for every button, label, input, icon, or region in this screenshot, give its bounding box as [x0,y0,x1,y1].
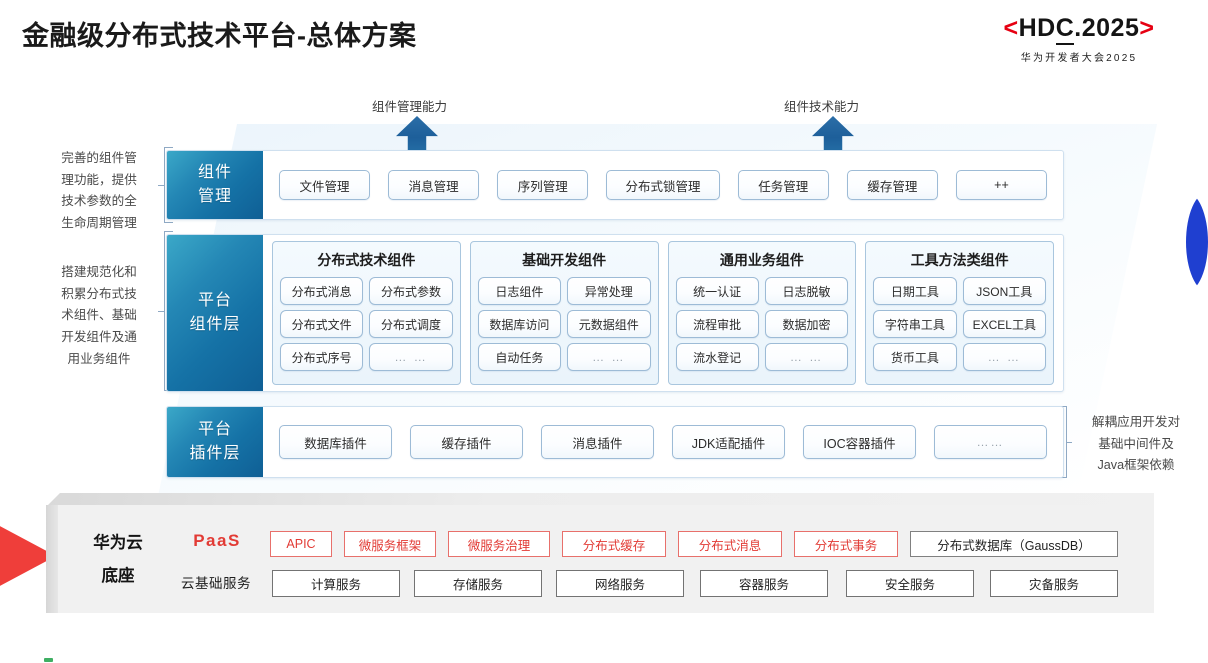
bracket-left-top-nub [158,185,164,186]
chip-more-basic-dev[interactable]: … … [567,343,651,371]
row-tag-platform-component-layer: 平台 组件层 [167,235,263,391]
pill-storage-service[interactable]: 存储服务 [414,570,542,597]
page-title: 金融级分布式技术平台-总体方案 [22,21,417,51]
row-tag-platform-plugin-layer: 平台 插件层 [167,407,263,477]
pill-distributed-message[interactable]: 分布式消息 [678,531,782,557]
chip-more-common-business[interactable]: … … [764,343,849,371]
row-component-management: 组件 管理 文件管理 消息管理 序列管理 分布式锁管理 任务管理 缓存管理 ++ [166,150,1064,220]
chip-date-tool[interactable]: 日期工具 [873,277,957,305]
pill-security-service[interactable]: 安全服务 [846,570,974,597]
side-note-left-top: 完善的组件管 理功能，提供 技术参数的全 生命周期管理 [61,151,137,230]
pill-distributed-cache[interactable]: 分布式缓存 [562,531,666,557]
chip-distributed-lock-management[interactable]: 分布式锁管理 [606,170,720,200]
pill-apic[interactable]: APIC [270,531,332,557]
pill-network-service[interactable]: 网络服务 [556,570,684,597]
chip-exception-handling[interactable]: 异常处理 [567,277,651,305]
pill-disaster-recovery-service[interactable]: 灾备服务 [990,570,1118,597]
chip-database-plugin[interactable]: 数据库插件 [279,425,392,459]
group-grid-common-business: 统一认证 日志脱敏 流程审批 数据加密 流水登记 … … [675,277,849,371]
hdc-logo-subtitle: 华为开发者大会2025 [1020,53,1138,64]
bracket-right-nub [1066,442,1072,443]
chip-distributed-parameter[interactable]: 分布式参数 [369,277,453,305]
arrow-label-component-management: 组件管理能力 [372,100,448,114]
chip-more-tool-method[interactable]: … … [962,343,1046,371]
chip-distributed-sequence[interactable]: 分布式序号 [280,343,364,371]
chip-currency-tool[interactable]: 货币工具 [873,343,957,371]
hdc-bracket-right-icon: > [1139,14,1155,42]
group-grid-basic-dev: 日志组件 异常处理 数据库访问 元数据组件 自动任务 … … [477,277,651,371]
hdc-text-post: .2025 [1074,14,1140,42]
cloud-base-title: 华为云 底座 [93,534,143,585]
chip-distributed-message[interactable]: 分布式消息 [280,277,364,305]
chip-process-approval[interactable]: 流程审批 [675,310,759,338]
chip-more-plus[interactable]: ++ [955,170,1048,200]
group-basic-dev-components: 基础开发组件 日志组件 异常处理 数据库访问 元数据组件 自动任务 … … [469,241,659,385]
group-common-business-components: 通用业务组件 统一认证 日志脱敏 流程审批 数据加密 流水登记 … … [667,241,857,385]
chip-cache-management[interactable]: 缓存管理 [846,170,938,200]
chip-ioc-container-plugin[interactable]: IOC容器插件 [803,425,916,459]
row-body-platform-plugin-layer: 数据库插件 缓存插件 消息插件 JDK适配插件 IOC容器插件 …… [263,407,1063,477]
chip-task-management[interactable]: 任务管理 [737,170,829,200]
pill-distributed-database-gaussdb[interactable]: 分布式数据库（GaussDB） [910,531,1118,557]
chip-json-tool[interactable]: JSON工具 [962,277,1046,305]
chip-message-management[interactable]: 消息管理 [388,170,480,200]
green-tick-decoration [44,658,53,662]
hdc-text-pre: HD [1018,14,1056,42]
side-note-left-bottom: 搭建规范化和 积累分布式技 术组件、基础 开发组件及通 用业务组件 [61,265,137,366]
chip-file-management[interactable]: 文件管理 [279,170,371,200]
chip-metadata-component[interactable]: 元数据组件 [567,310,651,338]
arrow-label-component-technology: 组件技术能力 [784,100,860,114]
row-tag-component-management: 组件 管理 [167,151,263,219]
chip-more-distributed-tech[interactable]: … … [369,343,453,371]
hdc-logo: <HDC.2025> 华为开发者大会2025 [964,14,1194,64]
hdc-logo-main: <HDC.2025> [964,14,1194,45]
paas-label: PaaS [193,531,241,550]
chip-auto-task[interactable]: 自动任务 [477,343,562,371]
chip-log-desensitization[interactable]: 日志脱敏 [764,277,849,305]
chip-distributed-file[interactable]: 分布式文件 [280,310,364,338]
cloud-panel-bevel [46,493,1154,507]
chip-sequence-management[interactable]: 序列管理 [497,170,589,200]
chip-distributed-scheduling[interactable]: 分布式调度 [369,310,453,338]
row-platform-component-layer: 平台 组件层 分布式技术组件 分布式消息 分布式参数 分布式文件 分布式调度 分… [166,234,1064,392]
blue-lens-decoration [1186,192,1208,292]
row-body-component-management: 文件管理 消息管理 序列管理 分布式锁管理 任务管理 缓存管理 ++ [263,151,1063,219]
cloud-panel-side [46,505,59,613]
hdc-text-underlined: C [1055,14,1075,45]
chip-more-plugins[interactable]: …… [934,425,1047,459]
chip-transaction-register[interactable]: 流水登记 [675,343,759,371]
chip-message-plugin[interactable]: 消息插件 [541,425,654,459]
pill-container-service[interactable]: 容器服务 [700,570,828,597]
group-grid-tool-method: 日期工具 JSON工具 字符串工具 EXCEL工具 货币工具 … … [873,277,1046,371]
pill-microservice-framework[interactable]: 微服务框架 [344,531,436,557]
chip-excel-tool[interactable]: EXCEL工具 [962,310,1046,338]
row-body-platform-component-layer: 分布式技术组件 分布式消息 分布式参数 分布式文件 分布式调度 分布式序号 … … [263,235,1063,391]
row-platform-plugin-layer: 平台 插件层 数据库插件 缓存插件 消息插件 JDK适配插件 IOC容器插件 …… [166,406,1064,478]
bracket-left-top [164,147,173,223]
chip-unified-auth[interactable]: 统一认证 [675,277,759,305]
chip-database-access[interactable]: 数据库访问 [477,310,562,338]
group-tool-method-components: 工具方法类组件 日期工具 JSON工具 字符串工具 EXCEL工具 货币工具 …… [865,241,1054,385]
pill-distributed-transaction[interactable]: 分布式事务 [794,531,898,557]
group-grid-distributed-tech: 分布式消息 分布式参数 分布式文件 分布式调度 分布式序号 … … [280,277,453,371]
cloud-basic-service-label: 云基础服务 [181,576,251,591]
pill-compute-service[interactable]: 计算服务 [272,570,400,597]
group-distributed-tech-components: 分布式技术组件 分布式消息 分布式参数 分布式文件 分布式调度 分布式序号 … … [272,241,461,385]
chip-string-tool[interactable]: 字符串工具 [873,310,957,338]
chip-jdk-adapter-plugin[interactable]: JDK适配插件 [672,425,785,459]
bracket-left-bottom-nub [158,311,164,312]
side-note-right: 解耦应用开发对 基础中间件及 Java框架依赖 [1091,415,1181,473]
hdc-bracket-left-icon: < [1003,14,1019,42]
chip-data-encryption[interactable]: 数据加密 [764,310,849,338]
chip-log-component[interactable]: 日志组件 [477,277,562,305]
chip-cache-plugin[interactable]: 缓存插件 [410,425,523,459]
pill-microservice-governance[interactable]: 微服务治理 [448,531,550,557]
